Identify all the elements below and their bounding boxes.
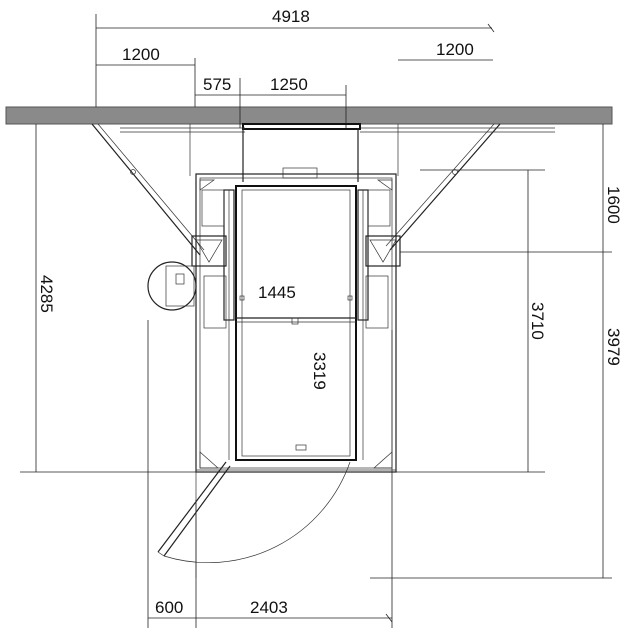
- top-wall-slab: [5, 106, 613, 125]
- dim-label-right-ramp: 1200: [436, 40, 474, 59]
- dim-label-bottom-width: 2403: [250, 598, 288, 617]
- dim-label-top-opening: 1250: [270, 75, 308, 94]
- dim-label-inner-right: 3710: [528, 302, 547, 340]
- dim-label-upper-right: 1600: [604, 186, 623, 224]
- dimension-left-ramp: 1200: [96, 45, 196, 107]
- dimension-upper-right: 1600: [420, 124, 623, 252]
- left-diagonal-strut: [91, 123, 205, 256]
- fasteners: [239, 295, 353, 451]
- dimension-outer-right: 3979: [370, 251, 623, 579]
- dim-label-outer-right: 3979: [604, 328, 623, 366]
- shaft-frame: [195, 173, 397, 473]
- dimension-bottom-width: 2403: [196, 330, 393, 628]
- left-guide-rail: [223, 189, 235, 460]
- dimension-left-height: 4285: [20, 124, 200, 473]
- right-guide-rail: [357, 189, 369, 460]
- dimension-right-ramp: 1200: [398, 40, 493, 61]
- dimension-inner-right: 3710: [392, 170, 547, 473]
- motor-unit: [147, 261, 197, 311]
- dim-label-overall-width: 4918: [272, 7, 310, 26]
- dimension-top-opening: 1250: [240, 75, 347, 128]
- dim-label-door-swing: 600: [155, 598, 183, 617]
- dimension-offset-left: 575: [195, 75, 241, 128]
- dimension-door-swing: 600: [147, 320, 197, 628]
- corner-gussets: [199, 179, 393, 469]
- dim-label-platform-width: 1445: [258, 283, 296, 302]
- dimension-overall-width: 4918: [95, 7, 495, 107]
- door-swing: [157, 461, 351, 578]
- dim-label-left-height: 4285: [37, 275, 56, 313]
- dim-label-platform-length: 3319: [310, 352, 329, 390]
- dim-label-left-ramp: 1200: [122, 45, 160, 64]
- right-diagonal-strut: [360, 123, 555, 251]
- left-equipment: [191, 189, 227, 329]
- right-equipment: [365, 189, 401, 329]
- dim-label-offset-left: 575: [203, 75, 231, 94]
- platform: 1445 3319: [235, 185, 357, 461]
- top-header-frame: [120, 123, 399, 182]
